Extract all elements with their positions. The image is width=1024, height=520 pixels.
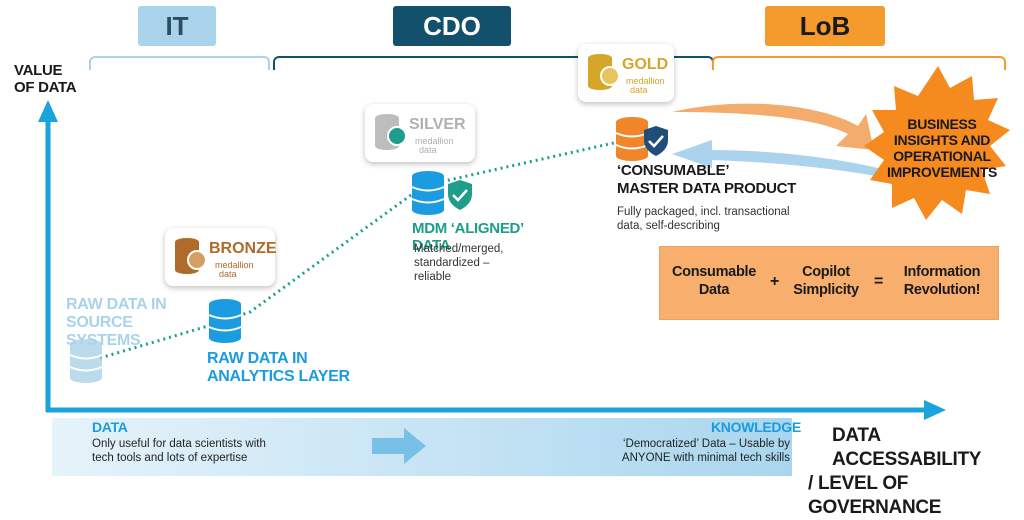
equation-term-1: Consumable Data (666, 263, 762, 299)
gold-badge-title: GOLD (622, 56, 669, 73)
consumable-label-line-2: MASTER DATA PRODUCT (617, 180, 797, 197)
insights-starburst (864, 66, 1010, 220)
raw-source-label-line-2: SOURCE (66, 314, 133, 331)
it-header: IT (138, 6, 216, 46)
y-axis-label: VALUE OF DATA (14, 62, 77, 96)
band-left-desc-line-1: Only useful for data scientists with (92, 438, 266, 450)
y-axis-label-line-2: OF DATA (14, 79, 77, 96)
diagram-canvas (38, 66, 1010, 420)
x-axis-label-line-2: / LEVEL OF GOVERNANCE (808, 473, 942, 518)
raw-source-db-icon (69, 339, 103, 383)
equation-term-1-line-2: Data (698, 282, 730, 298)
bronze-badge-sub-1: medallion (215, 260, 254, 270)
raw-source-label: RAW DATA IN SOURCE SYSTEMS (66, 296, 167, 350)
orange-flow-arrow (672, 103, 874, 150)
gold-badge-sub-1: medallion (626, 76, 665, 86)
consumable-db-icon (615, 117, 649, 161)
mdm-label-line-1: MDM ‘ALIGNED’ (412, 220, 524, 237)
band-right-desc-line-2: ANYONE with minimal tech skills (621, 452, 790, 464)
raw-analytics-db-icon (208, 299, 242, 343)
it-brace (89, 56, 270, 70)
equation-plus: + (770, 273, 780, 290)
equation-box: Consumable Data + Copilot Simplicity = I… (659, 246, 999, 320)
silver-badge-sub-1: medallion (415, 136, 454, 146)
silver-badge-sub-2: data (419, 145, 437, 155)
mdm-label-line-2: DATA (412, 237, 451, 254)
x-axis-label: DATA ACCESSABILITY / LEVEL OF GOVERNANCE (808, 424, 1024, 520)
band-right-desc-line-1: ‘Democratized’ Data – Usable by (622, 438, 790, 450)
mdm-description: Matched/merged, standardized – reliable (414, 242, 504, 284)
band-right-desc: ‘Democratized’ Data – Usable by ANYONE w… (596, 437, 790, 465)
lob-header: LoB (765, 6, 885, 46)
mdm-desc-line-3: reliable (414, 271, 452, 283)
raw-analytics-label: RAW DATA IN ANALYTICS LAYER (207, 350, 350, 386)
silver-badge-title: SILVER (409, 116, 466, 133)
consumable-description: Fully packaged, incl. transactional data… (617, 205, 790, 233)
band-left-desc-line-2: tech tools and lots of expertise (92, 452, 248, 464)
band-left-desc: Only useful for data scientists with tec… (92, 437, 266, 465)
consumable-desc-line-2: data, self-describing (617, 220, 720, 232)
silver-medal-icon (375, 114, 407, 150)
starburst-line-4: IMPROVEMENTS (887, 164, 997, 180)
gold-badge-sub-2: data (630, 85, 648, 95)
starburst-line-2: INSIGHTS AND (893, 132, 991, 148)
starburst-text: BUSINESS INSIGHTS AND OPERATIONAL IMPROV… (880, 116, 1004, 180)
equation-term-2-line-2: Simplicity (793, 282, 859, 298)
equation-term-2: Copilot Simplicity (786, 263, 866, 299)
equation-equals: = (874, 273, 884, 290)
consumable-label-line-1: ‘CONSUMABLE’ (617, 162, 730, 179)
equation-term-3: Information Revolution! (892, 263, 992, 299)
raw-analytics-label-line-1: RAW DATA IN (207, 350, 308, 367)
bronze-badge-sub-2: data (219, 269, 237, 279)
equation-term-3-line-1: Information (903, 264, 981, 280)
mdm-label: MDM ‘ALIGNED’ DATA (412, 220, 524, 254)
consumable-desc-line-1: Fully packaged, incl. transactional (617, 206, 790, 218)
equation-term-3-line-2: Revolution! (903, 282, 981, 298)
lob-brace (712, 56, 1006, 70)
bronze-badge-title: BRONZE (209, 240, 277, 257)
mdm-db-icon (411, 171, 445, 215)
consumable-label: ‘CONSUMABLE’ MASTER DATA PRODUCT (617, 162, 796, 198)
y-axis-label-line-1: VALUE (14, 62, 63, 79)
x-axis-arrowhead (924, 400, 946, 420)
y-axis-arrowhead (38, 100, 58, 122)
raw-source-label-line-1: RAW DATA IN (66, 296, 167, 313)
bronze-medal-icon (175, 238, 207, 274)
mdm-desc-line-1: Matched/merged, (414, 243, 504, 255)
x-axis-label-line-1: DATA ACCESSABILITY (832, 425, 982, 470)
raw-source-label-line-3: SYSTEMS (66, 332, 141, 349)
band-arrow-icon (372, 428, 426, 464)
band-right-title: KNOWLEDGE (711, 419, 801, 435)
gold-medal-icon (588, 54, 620, 90)
gold-badge: GOLD medallion data (578, 44, 674, 102)
equation-term-1-line-1: Consumable (671, 264, 756, 280)
bronze-badge: BRONZE medallion data (165, 228, 277, 286)
equation-term-2-line-1: Copilot (802, 264, 850, 280)
band-left-title: DATA (92, 419, 128, 435)
consumable-shield-check-icon (644, 126, 668, 156)
cdo-header: CDO (393, 6, 511, 46)
mdm-shield-check-icon (448, 180, 472, 210)
silver-badge: SILVER medallion data (365, 104, 475, 162)
starburst-line-1: BUSINESS (907, 116, 977, 132)
raw-analytics-label-line-2: ANALYTICS LAYER (207, 368, 350, 385)
blue-return-arrow (672, 140, 886, 178)
mdm-desc-line-2: standardized – (414, 257, 490, 269)
starburst-line-3: OPERATIONAL (893, 148, 991, 164)
